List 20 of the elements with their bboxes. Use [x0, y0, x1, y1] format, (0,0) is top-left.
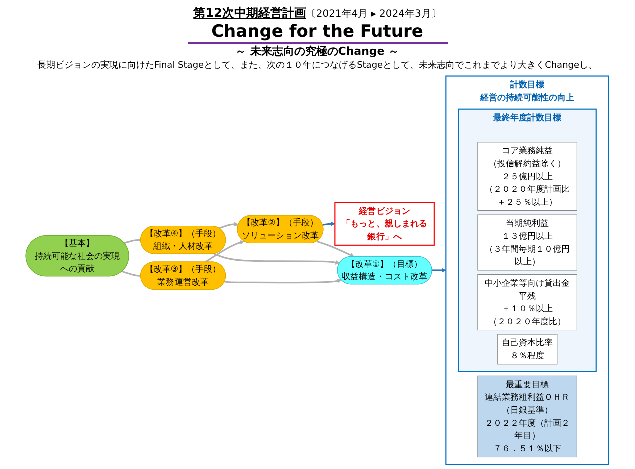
arrow — [224, 278, 342, 284]
description-text: 長期ビジョンの実現に向けたFinal Stageとして、また、次の１０年につなげるStageとして、未来志向でこれまでより大きくChangeし、 — [36, 60, 599, 72]
node-box: 経営ビジョン 「もっと、親しまれる銀行」へ — [334, 202, 435, 246]
node-box: 自己資本比率 ８％程度 — [497, 334, 558, 365]
slogan-heading: Change for the Future — [188, 22, 448, 44]
arrow — [322, 222, 336, 226]
node-box: 中小企業等向け貸出金平残 ＋１０％以上 （２０２０年度比） — [478, 274, 578, 331]
connector — [122, 270, 142, 277]
arrow — [214, 253, 340, 265]
title: 第12次中期経営計画 — [194, 6, 306, 20]
date-range: 〔2021年4月 ▸ 2024年3月〕 — [306, 9, 442, 20]
node-box: 最重要目標 連結業務粗利益ＯＨＲ（日銀基準） ２０２２年度（計画２年目） ７６．５１％以下 — [478, 376, 578, 458]
subtitle: ～ 未来志向の究極のChange ～ — [234, 44, 401, 59]
arrow — [432, 268, 446, 273]
node-box: 当期純利益 １３億円以上 （３年間毎期１０億円以上） — [478, 214, 578, 271]
arrow — [316, 240, 355, 258]
node-box: コア業務純益 （投信解約益除く） ２５億円以上 （２０２０年度計画比＋２５％以上） — [478, 142, 578, 211]
arrow — [219, 222, 239, 230]
connector — [124, 239, 142, 244]
arrow — [205, 240, 245, 263]
